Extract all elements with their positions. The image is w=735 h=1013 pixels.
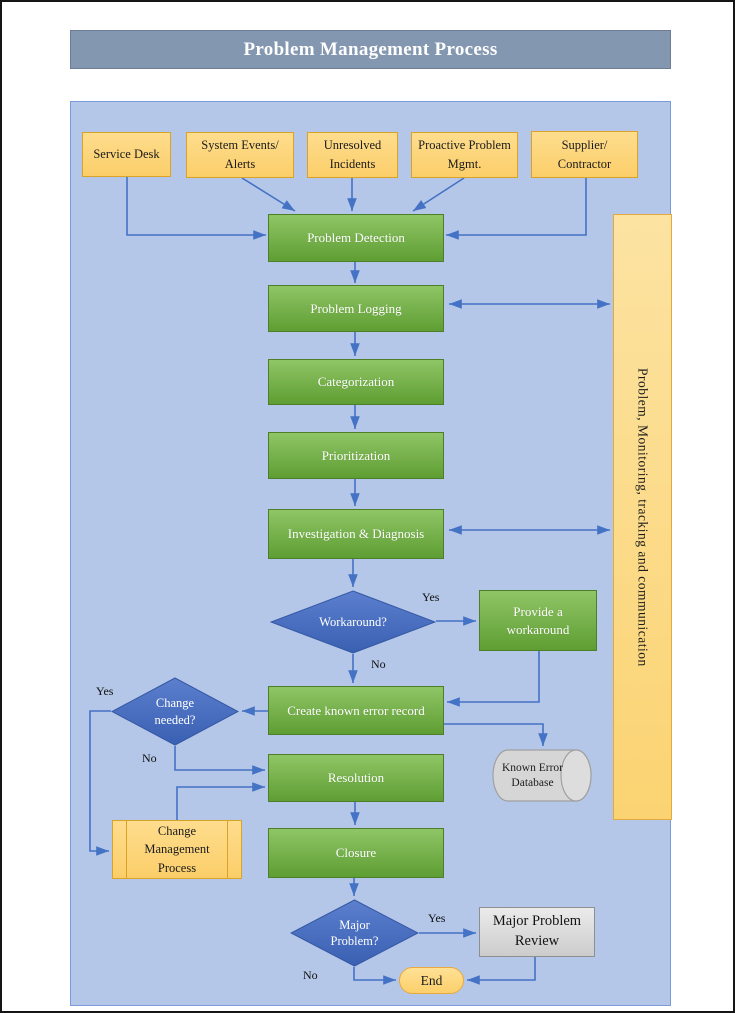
decision-change-needed: Change needed? [111, 677, 239, 746]
diamond-shape-icon [290, 899, 419, 967]
known-error-database-label: Known Error Database [502, 761, 563, 789]
step-problem-detection: Problem Detection [268, 214, 444, 262]
step-problem-logging: Problem Logging [268, 285, 444, 332]
step-change-management-process: Change Management Process [112, 820, 242, 879]
diamond-shape-icon [111, 677, 239, 746]
edge-label-major-no: No [303, 968, 318, 982]
decision-change-needed-label: Change needed? [154, 696, 196, 727]
source-service-desk: Service Desk [82, 132, 171, 177]
diagram-title: Problem Management Process [70, 30, 671, 69]
database-cylinder-icon [492, 749, 592, 802]
edge-label-change-yes: Yes [96, 684, 114, 698]
step-prioritization: Prioritization [268, 432, 444, 479]
edge-label-workaround-yes: Yes [422, 590, 440, 604]
source-system-events: System Events/ Alerts [186, 132, 294, 178]
step-categorization: Categorization [268, 359, 444, 405]
edge-label-major-yes: Yes [428, 911, 446, 925]
known-error-database: Known Error Database [492, 749, 593, 802]
step-investigation-diagnosis: Investigation & Diagnosis [268, 509, 444, 559]
edge-label-workaround-no: No [371, 657, 386, 671]
source-unresolved-incidents: Unresolved Incidents [307, 132, 398, 178]
end-terminator: End [399, 967, 464, 994]
step-resolution: Resolution [268, 754, 444, 802]
major-problem-review: Major Problem Review [479, 907, 595, 957]
source-supplier-contractor: Supplier/ Contractor [531, 131, 638, 178]
diamond-shape-icon [270, 590, 436, 654]
monitoring-communication-label: Problem, Monitoring, tracking and commun… [635, 367, 651, 667]
edge-label-change-no: No [142, 751, 157, 765]
predefined-process-bar-icon [126, 821, 128, 878]
decision-major-problem: Major Problem? [290, 899, 419, 967]
decision-workaround: Workaround? [270, 590, 436, 654]
step-provide-workaround: Provide a workaround [479, 590, 597, 651]
predefined-process-bar-icon [226, 821, 228, 878]
step-create-known-error-record: Create known error record [268, 686, 444, 735]
monitoring-communication-band: Problem, Monitoring, tracking and commun… [613, 214, 672, 820]
source-proactive-problem-mgmt: Proactive Problem Mgmt. [411, 132, 518, 178]
step-closure: Closure [268, 828, 444, 878]
change-management-label: Change Management Process [144, 824, 210, 875]
decision-workaround-label: Workaround? [319, 614, 387, 629]
decision-major-problem-label: Major Problem? [330, 917, 379, 948]
